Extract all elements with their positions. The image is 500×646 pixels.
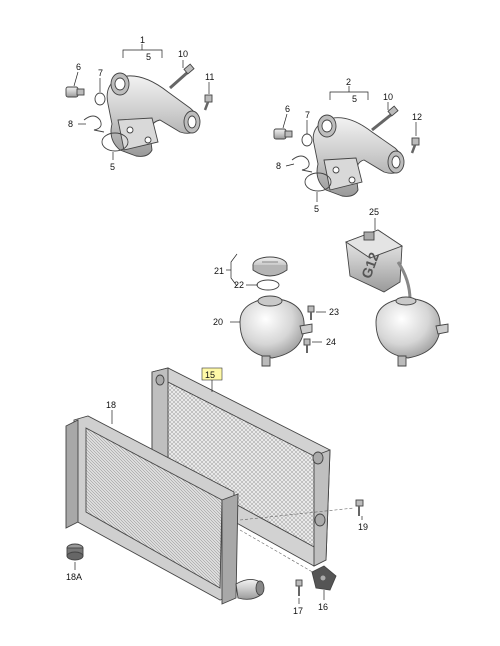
- bolt-short-right: [410, 137, 420, 154]
- rubber-mount-18a: [66, 543, 84, 561]
- seal-ring-left: [101, 132, 129, 152]
- o-ring-small-left: [94, 92, 106, 106]
- coolant-flange-assembly-right: 2 5 6 7 8 5 10 12: [273, 77, 422, 214]
- tank-bolt-24: [303, 338, 311, 353]
- callout-25: 25: [369, 207, 379, 217]
- tank-bolt-23: [307, 305, 315, 320]
- callout-7-left: 7: [98, 68, 103, 78]
- callout-2: 2: [346, 77, 351, 87]
- callout-7-right: 7: [305, 110, 310, 120]
- callout-10-right: 10: [383, 92, 393, 102]
- bolt-short-left: [203, 94, 213, 111]
- callout-11: 11: [205, 72, 214, 82]
- callout-20: 20: [213, 317, 223, 327]
- expansion-tank: [239, 295, 313, 367]
- o-ring-small-right: [301, 133, 313, 147]
- expansion-tank-assembly: 21 22 20 23 24: [213, 253, 339, 367]
- callout-8-right: 8: [276, 161, 281, 171]
- callout-15: 15: [205, 370, 215, 380]
- bolt-long-left: [169, 63, 195, 90]
- callout-6-left: 6: [76, 62, 81, 72]
- callout-5-top-right: 5: [352, 94, 357, 104]
- temperature-sensor-right: [273, 128, 293, 140]
- callout-21: 21: [214, 266, 224, 276]
- retaining-clip-left: [83, 115, 105, 133]
- callout-6-right: 6: [285, 104, 290, 114]
- bolt-19: [355, 499, 364, 516]
- callout-12: 12: [412, 112, 422, 122]
- filler-cap: [252, 256, 288, 277]
- coolant-flange-assembly-left: 1 5 6 7 8 5 10 11: [65, 35, 214, 172]
- seal-ring-right: [304, 172, 332, 192]
- pour-stream: [396, 261, 412, 301]
- callout-5-bottom-left: 5: [110, 162, 115, 172]
- cap-seal-ring: [256, 279, 280, 291]
- radiator: [151, 367, 331, 567]
- mounting-bracket-16: [311, 565, 337, 591]
- bolt-17: [295, 579, 303, 596]
- charge-air-cooler: [65, 415, 265, 605]
- callout-23: 23: [329, 307, 339, 317]
- callout-5-top-left: 5: [146, 52, 151, 62]
- callout-18a: 18A: [66, 572, 82, 582]
- callout-19: 19: [358, 522, 368, 532]
- callout-10-left: 10: [178, 49, 188, 59]
- callout-5-bottom-right: 5: [314, 204, 319, 214]
- callout-24: 24: [326, 337, 336, 347]
- callout-17: 17: [293, 606, 303, 616]
- temperature-sensor-left: [65, 86, 85, 98]
- callout-16: 16: [318, 602, 328, 612]
- coolant-flange-left: [106, 72, 201, 157]
- coolant-flange-right: [312, 114, 405, 197]
- coolant-bottle: G12: [345, 229, 403, 293]
- coolant-additive-group: G12 25: [345, 207, 449, 367]
- callout-8-left: 8: [68, 119, 73, 129]
- callout-18: 18: [106, 400, 116, 410]
- expansion-tank-filling: [375, 296, 449, 367]
- callout-1: 1: [140, 35, 145, 45]
- bolt-long-right: [371, 105, 399, 132]
- callout-22: 22: [234, 280, 244, 290]
- retaining-clip-right: [291, 155, 313, 173]
